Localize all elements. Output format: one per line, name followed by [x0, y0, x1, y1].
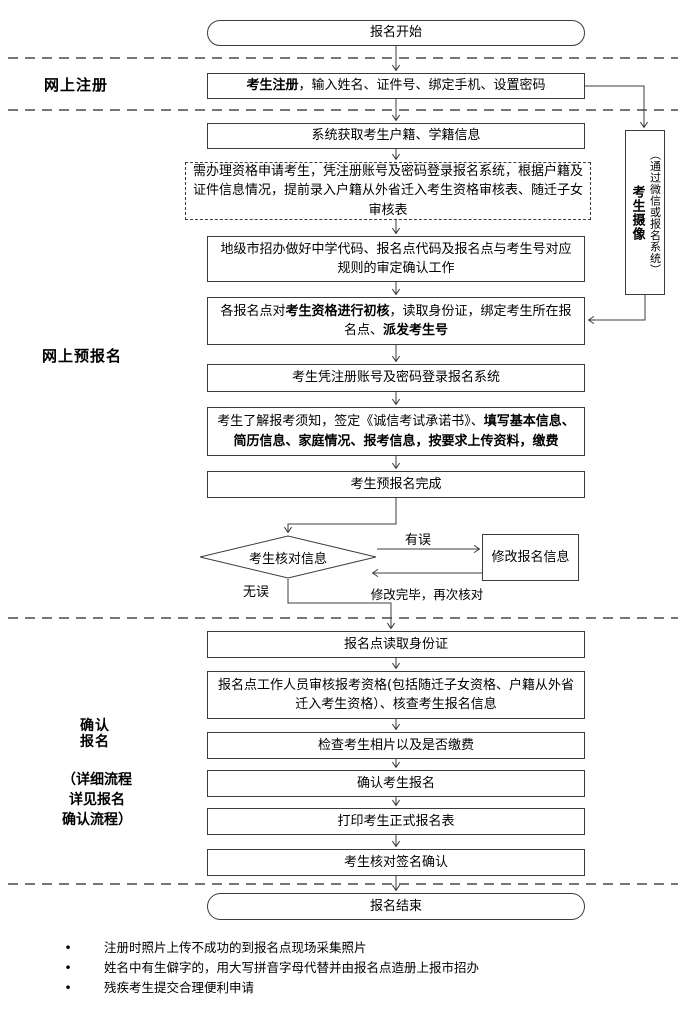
footnote-item: • 姓名中有生僻字的，用大写拼音字母代替并由报名点造册上报市招办	[62, 958, 662, 978]
footnote-item: • 注册时照片上传不成功的到报名点现场采集照片	[62, 938, 662, 958]
node-check-photo-payment: 检查考生相片以及是否缴费	[207, 732, 585, 759]
bullet-icon: •	[64, 940, 72, 955]
node-sign-confirmation: 考生核对签名确认	[207, 849, 585, 876]
edge-label-no-error: 无误	[242, 585, 269, 600]
node-candidate-register: 考生注册，输入姓名、证件号、绑定手机、设置密码	[207, 73, 585, 99]
lane-label-online-preregister: 网上预报名	[42, 347, 123, 365]
lane-note-line2: 详见报名	[69, 792, 125, 808]
node-candidate-photo-title: 考生摄像	[629, 184, 645, 241]
node-candidate-photo-note: （通过微信或报名系统）	[648, 149, 662, 276]
bullet-icon: •	[64, 980, 72, 995]
node-preregistration-done: 考生预报名完成	[207, 471, 585, 498]
node-fetch-household-info: 系统获取考生户籍、学籍信息	[207, 123, 585, 149]
node-initial-qualification-check: 各报名点对考生资格进行初核，读取身份证，绑定考生所在报名点、派发考生号	[207, 297, 585, 345]
node-check-information-decision: 考生核对信息	[199, 535, 377, 579]
node-city-code-confirmation: 地级市招办做好中学代码、报名点代码及报名点与考生号对应规则的审定确认工作	[207, 236, 585, 282]
lane-note-line3: 确认流程）	[62, 812, 132, 828]
lane-label-confirm-line1: 确认	[80, 718, 110, 734]
footnote-text: 姓名中有生僻字的，用大写拼音字母代替并由报名点造册上报市招办	[104, 960, 480, 975]
footnote-text: 注册时照片上传不成功的到报名点现场采集照片	[104, 940, 367, 955]
lane-label-confirm-line2: 报名	[80, 734, 110, 750]
node-qualification-application-note: 需办理资格申请考生，凭注册账号及密码登录报名系统，根据户籍及证件信息情况，提前录…	[185, 162, 591, 220]
node-staff-verify-qualification: 报名点工作人员审核报考资格(包括随迁子女资格、户籍从外省迁入考生资格）、核查考生…	[207, 671, 585, 719]
node-login-system: 考生凭注册账号及密码登录报名系统	[207, 364, 585, 392]
node-end: 报名结束	[207, 893, 585, 920]
node-print-official-form: 打印考生正式报名表	[207, 808, 585, 835]
node-modify-registration-info: 修改报名信息	[482, 534, 579, 581]
node-check-information-label: 考生核对信息	[248, 551, 327, 567]
lane-label-online-register: 网上注册	[44, 76, 109, 94]
node-fill-information: 考生了解报考须知，签定《诚信考试承诺书》、填写基本信息、简历信息、家庭情况、报考…	[207, 407, 585, 456]
lane-note-detailed-process: （详细流程 详见报名 确认流程）	[32, 770, 162, 830]
node-start: 报名开始	[207, 20, 585, 46]
lane-label-confirm-registration: 确认 报名	[55, 718, 135, 750]
bullet-icon: •	[64, 960, 72, 975]
footnote-text: 残疾考生提交合理便利申请	[104, 980, 255, 995]
edge-label-recheck: 修改完毕，再次核对	[370, 587, 484, 602]
node-read-id-card: 报名点读取身份证	[207, 631, 585, 658]
diamond-shape	[199, 535, 377, 579]
footnote-item: • 残疾考生提交合理便利申请	[62, 978, 662, 998]
lane-note-line1: （详细流程	[62, 772, 132, 788]
footnotes: • 注册时照片上传不成功的到报名点现场采集照片 • 姓名中有生僻字的，用大写拼音…	[62, 938, 662, 998]
node-confirm-registration: 确认考生报名	[207, 770, 585, 797]
node-candidate-photo: 考生摄像 （通过微信或报名系统）	[625, 130, 665, 295]
edge-label-has-error: 有误	[404, 533, 431, 548]
